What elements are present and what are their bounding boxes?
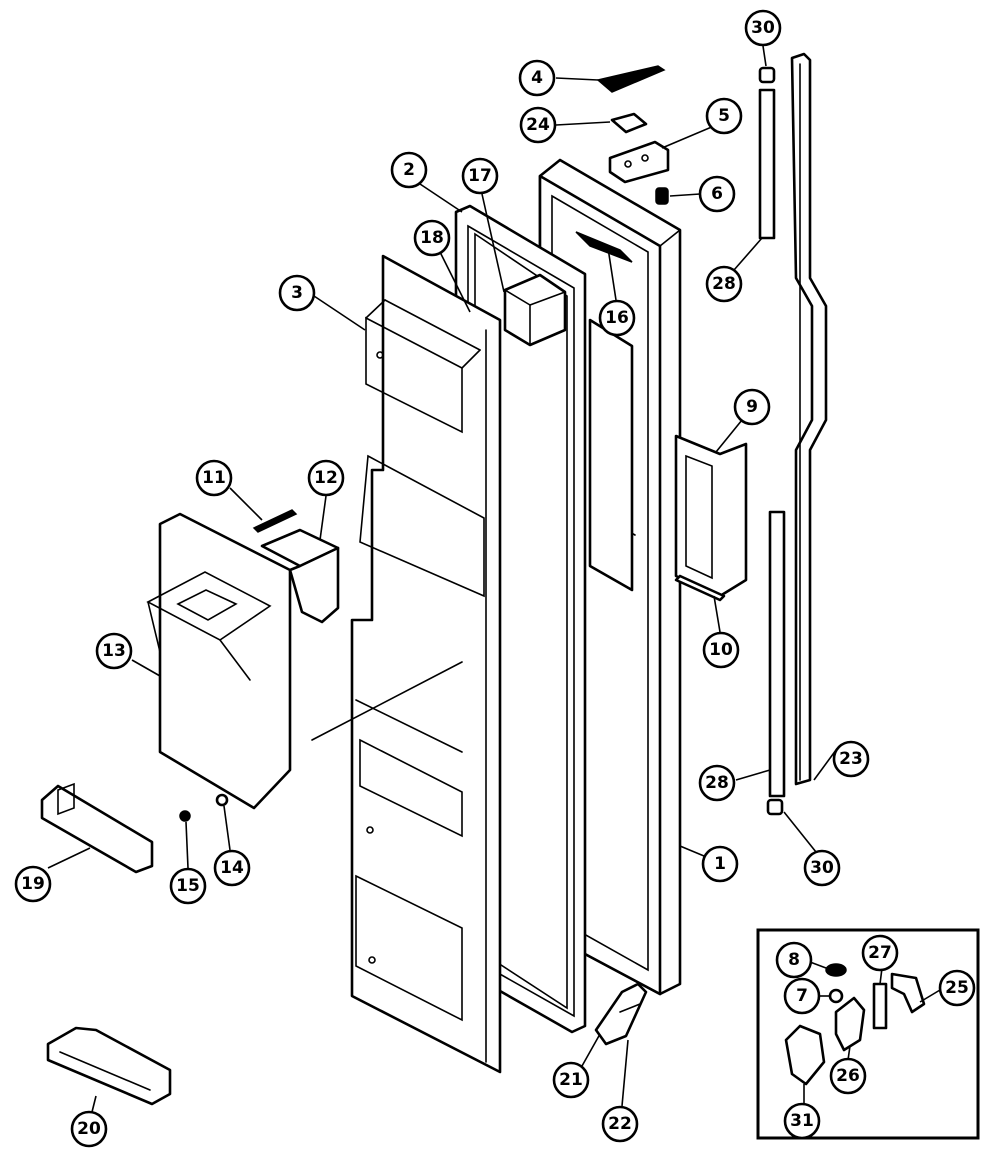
- callout-20-label: 20: [77, 1119, 101, 1139]
- part-19-door-bin: [40, 782, 154, 874]
- part-14-screw: [215, 793, 229, 807]
- part-30-end-cap-top: [758, 66, 776, 84]
- callout-20: 20: [70, 1110, 108, 1148]
- callout-27: 27: [861, 934, 899, 972]
- callout-23: 23: [832, 740, 870, 778]
- callout-19-label: 19: [21, 874, 45, 894]
- callout-26: 26: [829, 1057, 867, 1095]
- callout-5: 5: [705, 97, 743, 135]
- part-4-top-cap: [596, 65, 666, 93]
- part-20-door-bin-bottom: [46, 1026, 172, 1106]
- callout-28-top: 28: [705, 265, 743, 303]
- callout-21-label: 21: [559, 1070, 583, 1090]
- callout-1-label: 1: [714, 854, 726, 874]
- callout-25-label: 25: [945, 978, 969, 998]
- callout-18-label: 18: [420, 228, 444, 248]
- callout-6-label: 6: [711, 184, 723, 204]
- callout-18: 18: [413, 219, 451, 257]
- callout-27-label: 27: [868, 943, 892, 963]
- part-12-ice-chute: [260, 528, 340, 624]
- callout-21: 21: [552, 1061, 590, 1099]
- callout-4-label: 4: [531, 68, 543, 88]
- part-17-upper-bracket: [503, 273, 567, 347]
- part-5-hinge: [608, 140, 670, 184]
- callout-22-label: 22: [608, 1114, 632, 1134]
- callout-5-label: 5: [718, 106, 730, 126]
- part-28-trim-strip-top: [758, 88, 776, 240]
- callout-12: 12: [307, 459, 345, 497]
- part-25-bracket: [890, 972, 926, 1014]
- callout-10: 10: [702, 631, 740, 669]
- callout-13-label: 13: [102, 641, 126, 661]
- part-28-trim-strip-bottom: [768, 510, 786, 798]
- part-8-washer: [825, 963, 847, 977]
- callout-31: 31: [783, 1102, 821, 1140]
- callout-15-label: 15: [176, 876, 200, 896]
- callout-1: 1: [701, 845, 739, 883]
- part-31-cam: [784, 1024, 826, 1086]
- callout-11-label: 11: [202, 468, 226, 488]
- callout-10-label: 10: [709, 640, 733, 660]
- part-23-door-handle: [790, 52, 828, 786]
- callout-13: 13: [95, 632, 133, 670]
- callout-2-label: 2: [403, 160, 415, 180]
- callout-28-bottom: 28: [698, 764, 736, 802]
- callout-6: 6: [698, 175, 736, 213]
- callout-2: 2: [390, 151, 428, 189]
- callout-9: 9: [733, 388, 771, 426]
- part-27-plate: [872, 982, 888, 1030]
- callout-28-top-label: 28: [712, 274, 736, 294]
- hinge-detail-inset: [756, 928, 980, 1140]
- part-11-pin: [252, 509, 298, 533]
- callout-16: 16: [598, 299, 636, 337]
- callout-25: 25: [938, 969, 976, 1007]
- part-9-dispenser-frame: [674, 434, 748, 598]
- part-13-dispenser-housing: [146, 512, 292, 810]
- callout-8: 8: [775, 941, 813, 979]
- callout-3-label: 3: [291, 283, 303, 303]
- part-24-plate: [610, 112, 648, 134]
- part-6-bushing: [655, 187, 669, 205]
- callout-8-label: 8: [788, 950, 800, 970]
- callout-17-label: 17: [468, 166, 492, 186]
- callout-31-label: 31: [790, 1111, 814, 1131]
- callout-24-label: 24: [526, 115, 550, 135]
- callout-17: 17: [461, 157, 499, 195]
- part-26-hinge-block: [834, 996, 866, 1052]
- part-22-lower-pin: [619, 1003, 641, 1013]
- callout-28-bottom-label: 28: [705, 773, 729, 793]
- leader-lines: [47, 45, 941, 1113]
- callout-7-label: 7: [796, 986, 808, 1006]
- part-7-bushing: [828, 988, 844, 1004]
- callout-4: 4: [518, 59, 556, 97]
- part-15-screw: [179, 810, 191, 822]
- callout-14: 14: [213, 849, 251, 887]
- callout-12-label: 12: [314, 468, 338, 488]
- callout-11: 11: [195, 459, 233, 497]
- callout-15: 15: [169, 867, 207, 905]
- part-10-dispenser-trim: [674, 574, 726, 602]
- callout-23-label: 23: [839, 749, 863, 769]
- callout-24: 24: [519, 106, 557, 144]
- callout-3: 3: [278, 274, 316, 312]
- part-16-clip: [575, 231, 633, 263]
- callout-9-label: 9: [746, 397, 758, 417]
- callout-14-label: 14: [220, 858, 244, 878]
- part-3-inner-door-liner: [311, 254, 502, 1074]
- callout-30-bottom-label: 30: [810, 858, 834, 878]
- callout-22: 22: [601, 1105, 639, 1143]
- callout-30-top-label: 30: [751, 18, 775, 38]
- part-21-lower-hinge-cover: [594, 982, 648, 1046]
- callout-30-bottom: 30: [803, 849, 841, 887]
- part-30-end-cap-bottom: [766, 798, 784, 816]
- callout-19: 19: [14, 865, 52, 903]
- callout-26-label: 26: [836, 1066, 860, 1086]
- callout-16-label: 16: [605, 308, 629, 328]
- callout-30-top: 30: [744, 9, 782, 47]
- callout-7: 7: [783, 977, 821, 1015]
